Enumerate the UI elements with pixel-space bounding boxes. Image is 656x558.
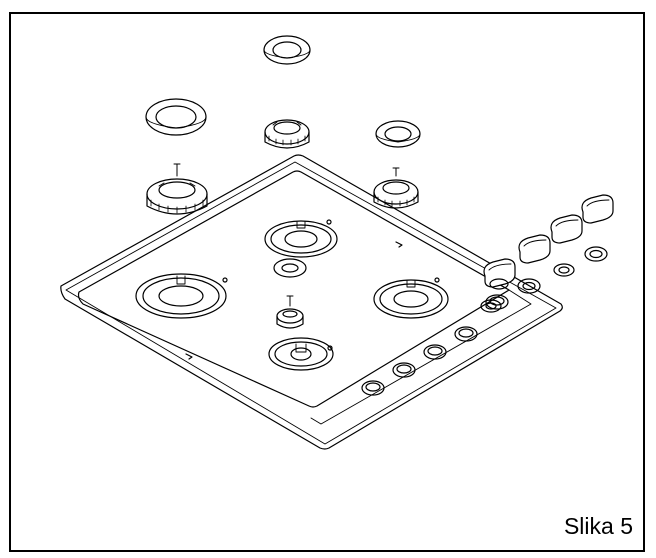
panel-outer-edge: [61, 155, 562, 449]
knob-washer: [481, 300, 501, 312]
burner-cap-medium-right: [376, 121, 420, 147]
burner-crown-small-center: [277, 296, 303, 328]
control-knob: [484, 259, 515, 289]
knob-hole: [393, 363, 415, 377]
panel-control-strip: [311, 290, 531, 424]
control-knob: [519, 235, 550, 263]
knob-washers: [481, 247, 607, 312]
burner-seat-front: [269, 338, 333, 370]
knob-hole: [486, 295, 508, 309]
knob-washer: [518, 279, 540, 293]
cooktop-exploded-diagram: [11, 14, 643, 550]
knob-hole: [362, 381, 384, 395]
small-burner-cap-on-panel: [274, 259, 306, 277]
panel-notch-left: [186, 354, 192, 359]
panel-outer-edge-lip: [66, 162, 556, 444]
knob-washer: [554, 264, 574, 276]
burner-crown-medium-right: [374, 168, 418, 208]
burner-seat-top: [265, 220, 337, 257]
control-knobs: [484, 195, 613, 289]
panel-inner-top-surface: [79, 171, 510, 407]
control-knob: [582, 195, 613, 223]
panel-notch-right: [396, 242, 402, 247]
figure-caption: Slika 5: [563, 513, 633, 539]
burner-cap-small-top: [264, 36, 310, 64]
knob-hole: [455, 327, 477, 341]
burner-seat-right: [374, 278, 448, 318]
knob-washer: [585, 247, 607, 261]
burner-cap-large: [146, 99, 206, 135]
figure-frame: Slika 5: [9, 12, 645, 552]
burner-crown-center: [265, 120, 309, 148]
burner-seat-large: [136, 274, 227, 318]
knob-holes: [362, 295, 508, 395]
knob-hole: [424, 345, 446, 359]
cooktop-panel: [61, 155, 562, 449]
burner-crown-large: [147, 164, 207, 214]
control-knob: [551, 215, 582, 243]
